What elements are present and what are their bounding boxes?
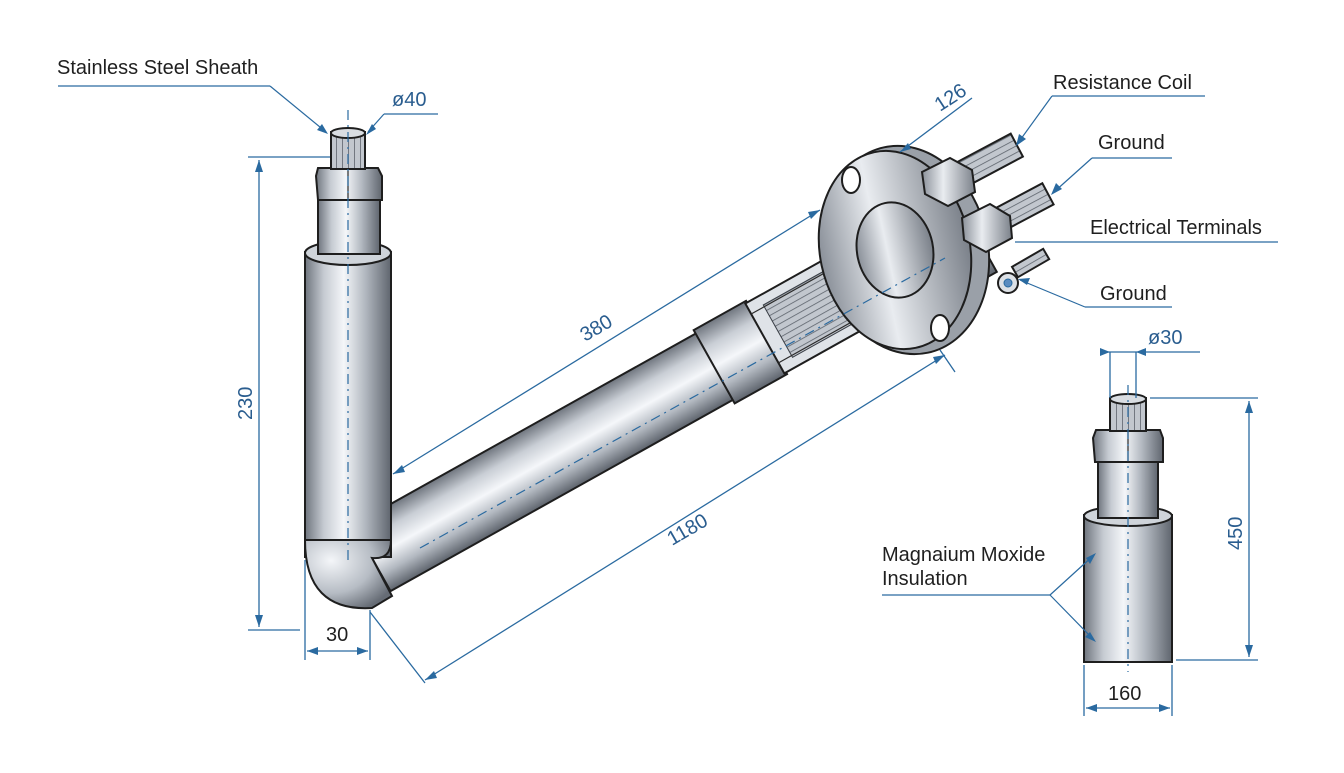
- dim-text-450: 450: [1225, 517, 1247, 550]
- label-insulation-line1: Magnaium Moxide: [882, 544, 1045, 566]
- label-sheath: Stainless Steel Sheath: [57, 57, 258, 79]
- dim-text-30: 30: [326, 624, 348, 646]
- dimension-lines: [248, 97, 1258, 716]
- small-heater: [1083, 385, 1173, 672]
- label-insulation-line2: Insulation: [882, 568, 968, 590]
- ground-stud: [997, 247, 1051, 294]
- dim-text-d40: ø40: [392, 89, 426, 111]
- terminal-hex-nut: [920, 156, 977, 208]
- dim-text-380: 380: [577, 311, 617, 347]
- label-electrical-terminals: Electrical Terminals: [1090, 217, 1262, 239]
- dim-line-380: [392, 209, 821, 475]
- terminal-hex-nut: [960, 202, 1014, 254]
- dim-line-126: [899, 97, 973, 153]
- label-ground-bottom: Ground: [1100, 283, 1167, 305]
- label-ground-top: Ground: [1098, 132, 1165, 154]
- flange-bolt-hole: [930, 314, 950, 342]
- flange-bolt-hole: [841, 166, 861, 194]
- dim-line-1180: [424, 354, 946, 681]
- top-collar: [317, 197, 381, 255]
- dim-text-160: 160: [1108, 683, 1141, 705]
- label-resistance-coil: Resistance Coil: [1053, 72, 1192, 94]
- callout-labels: Stainless Steel Sheath Resistance Coil G…: [57, 57, 1262, 590]
- terminal-stud-lower: [960, 181, 1055, 254]
- dim-text-126: 126: [931, 80, 971, 117]
- top-hex-nut: [314, 167, 383, 201]
- dim-text-230: 230: [235, 387, 257, 420]
- main-heater: [303, 110, 1055, 610]
- terminal-stud-upper: [920, 132, 1025, 208]
- leader-lines: [58, 85, 1278, 642]
- dim-text-d30: ø30: [1148, 327, 1182, 349]
- tube-bend: [303, 539, 394, 610]
